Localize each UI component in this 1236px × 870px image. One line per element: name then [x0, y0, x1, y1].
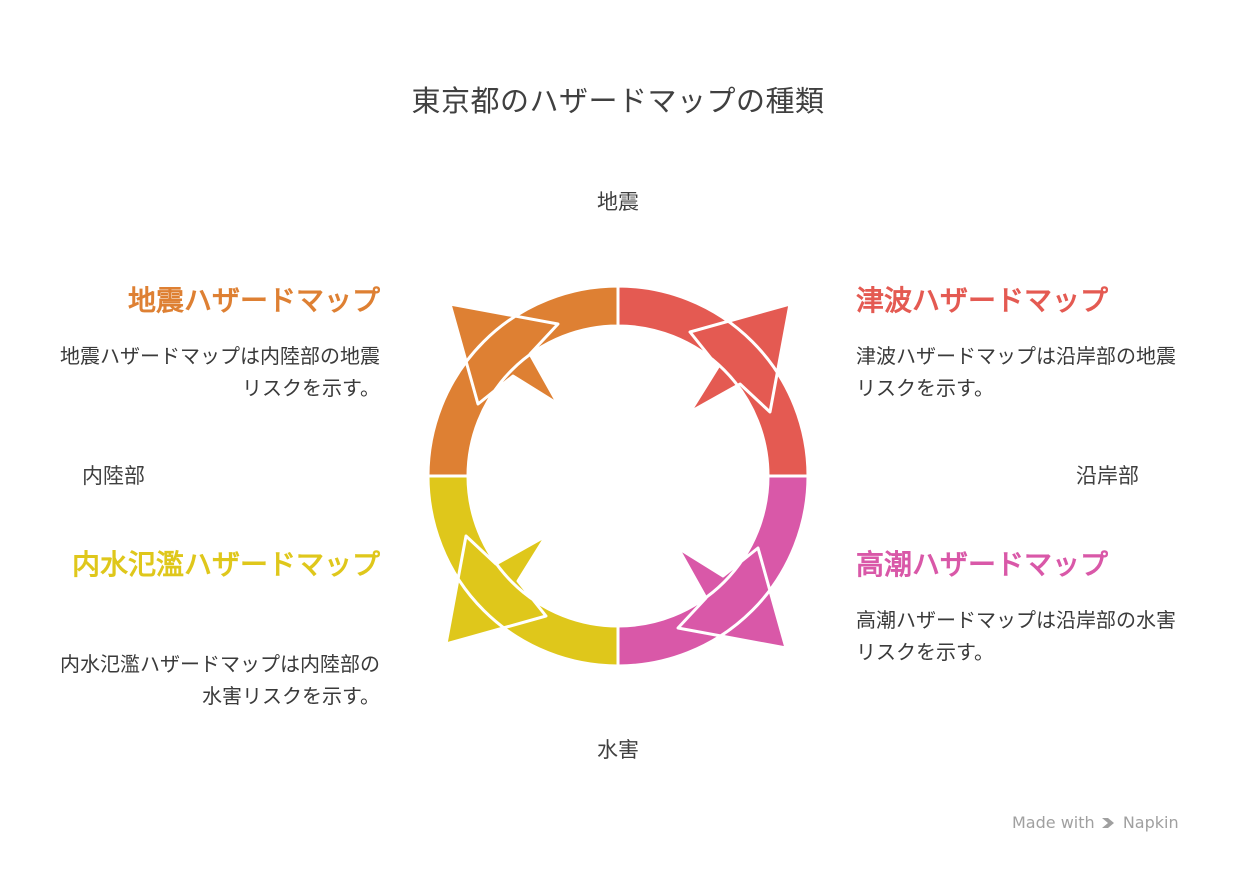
cycle-segment-inland-flood [426, 474, 620, 668]
cycle-segment-tsunami [616, 284, 810, 478]
watermark-brand: Napkin [1122, 813, 1179, 832]
napkin-logo-icon [1101, 818, 1114, 828]
earthquake-heading: 地震ハザードマップ [127, 284, 380, 317]
earthquake-description: 地震ハザードマップは内陸部の地震リスクを示す。 [60, 344, 380, 400]
inland-flood-heading: 内水氾濫ハザードマップ [71, 548, 380, 581]
axis-label-bottom: 水害 [597, 738, 639, 762]
napkin-watermark: Made with Napkin [1012, 813, 1179, 832]
cycle-segment-earthquake [426, 284, 620, 478]
axis-label-left: 内陸部 [82, 464, 145, 488]
storm-surge-heading: 高潮ハザードマップ [856, 548, 1109, 581]
page-title: 東京都のハザードマップの種類 [411, 84, 825, 118]
inland-flood-description: 内水氾濫ハザードマップは内陸部の水害リスクを示す。 [60, 652, 380, 708]
tsunami-heading: 津波ハザードマップ [856, 284, 1109, 317]
axis-label-right: 沿岸部 [1076, 464, 1139, 488]
watermark-prefix: Made with [1012, 813, 1095, 832]
cycle-segment-storm-surge [616, 474, 810, 668]
cycle-diagram [426, 284, 810, 668]
storm-surge-description: 高潮ハザードマップは沿岸部の水害リスクを示す。 [856, 608, 1176, 664]
axis-label-top: 地震 [597, 190, 639, 214]
tsunami-description: 津波ハザードマップは沿岸部の地震リスクを示す。 [856, 344, 1176, 400]
